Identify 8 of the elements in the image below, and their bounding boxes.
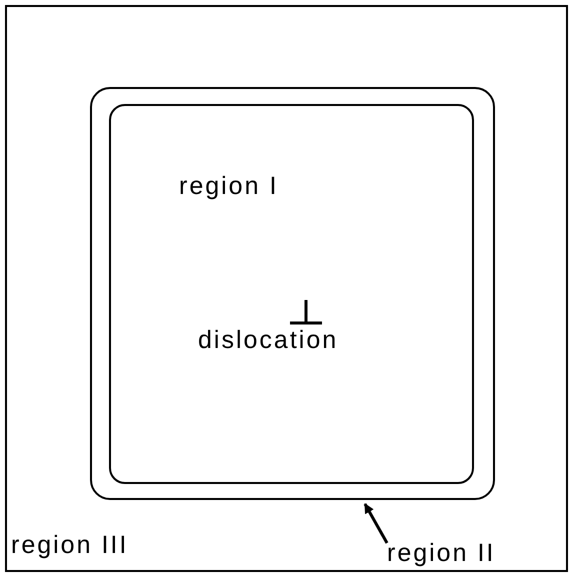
inner-region (109, 104, 474, 484)
dislocation-label: dislocation (198, 328, 338, 353)
ring-region (90, 87, 495, 500)
arrow (364, 503, 388, 544)
region-label: region II (387, 541, 496, 566)
region-label: region I (179, 174, 278, 199)
region-box (5, 5, 568, 572)
region-label: region III (11, 533, 128, 558)
